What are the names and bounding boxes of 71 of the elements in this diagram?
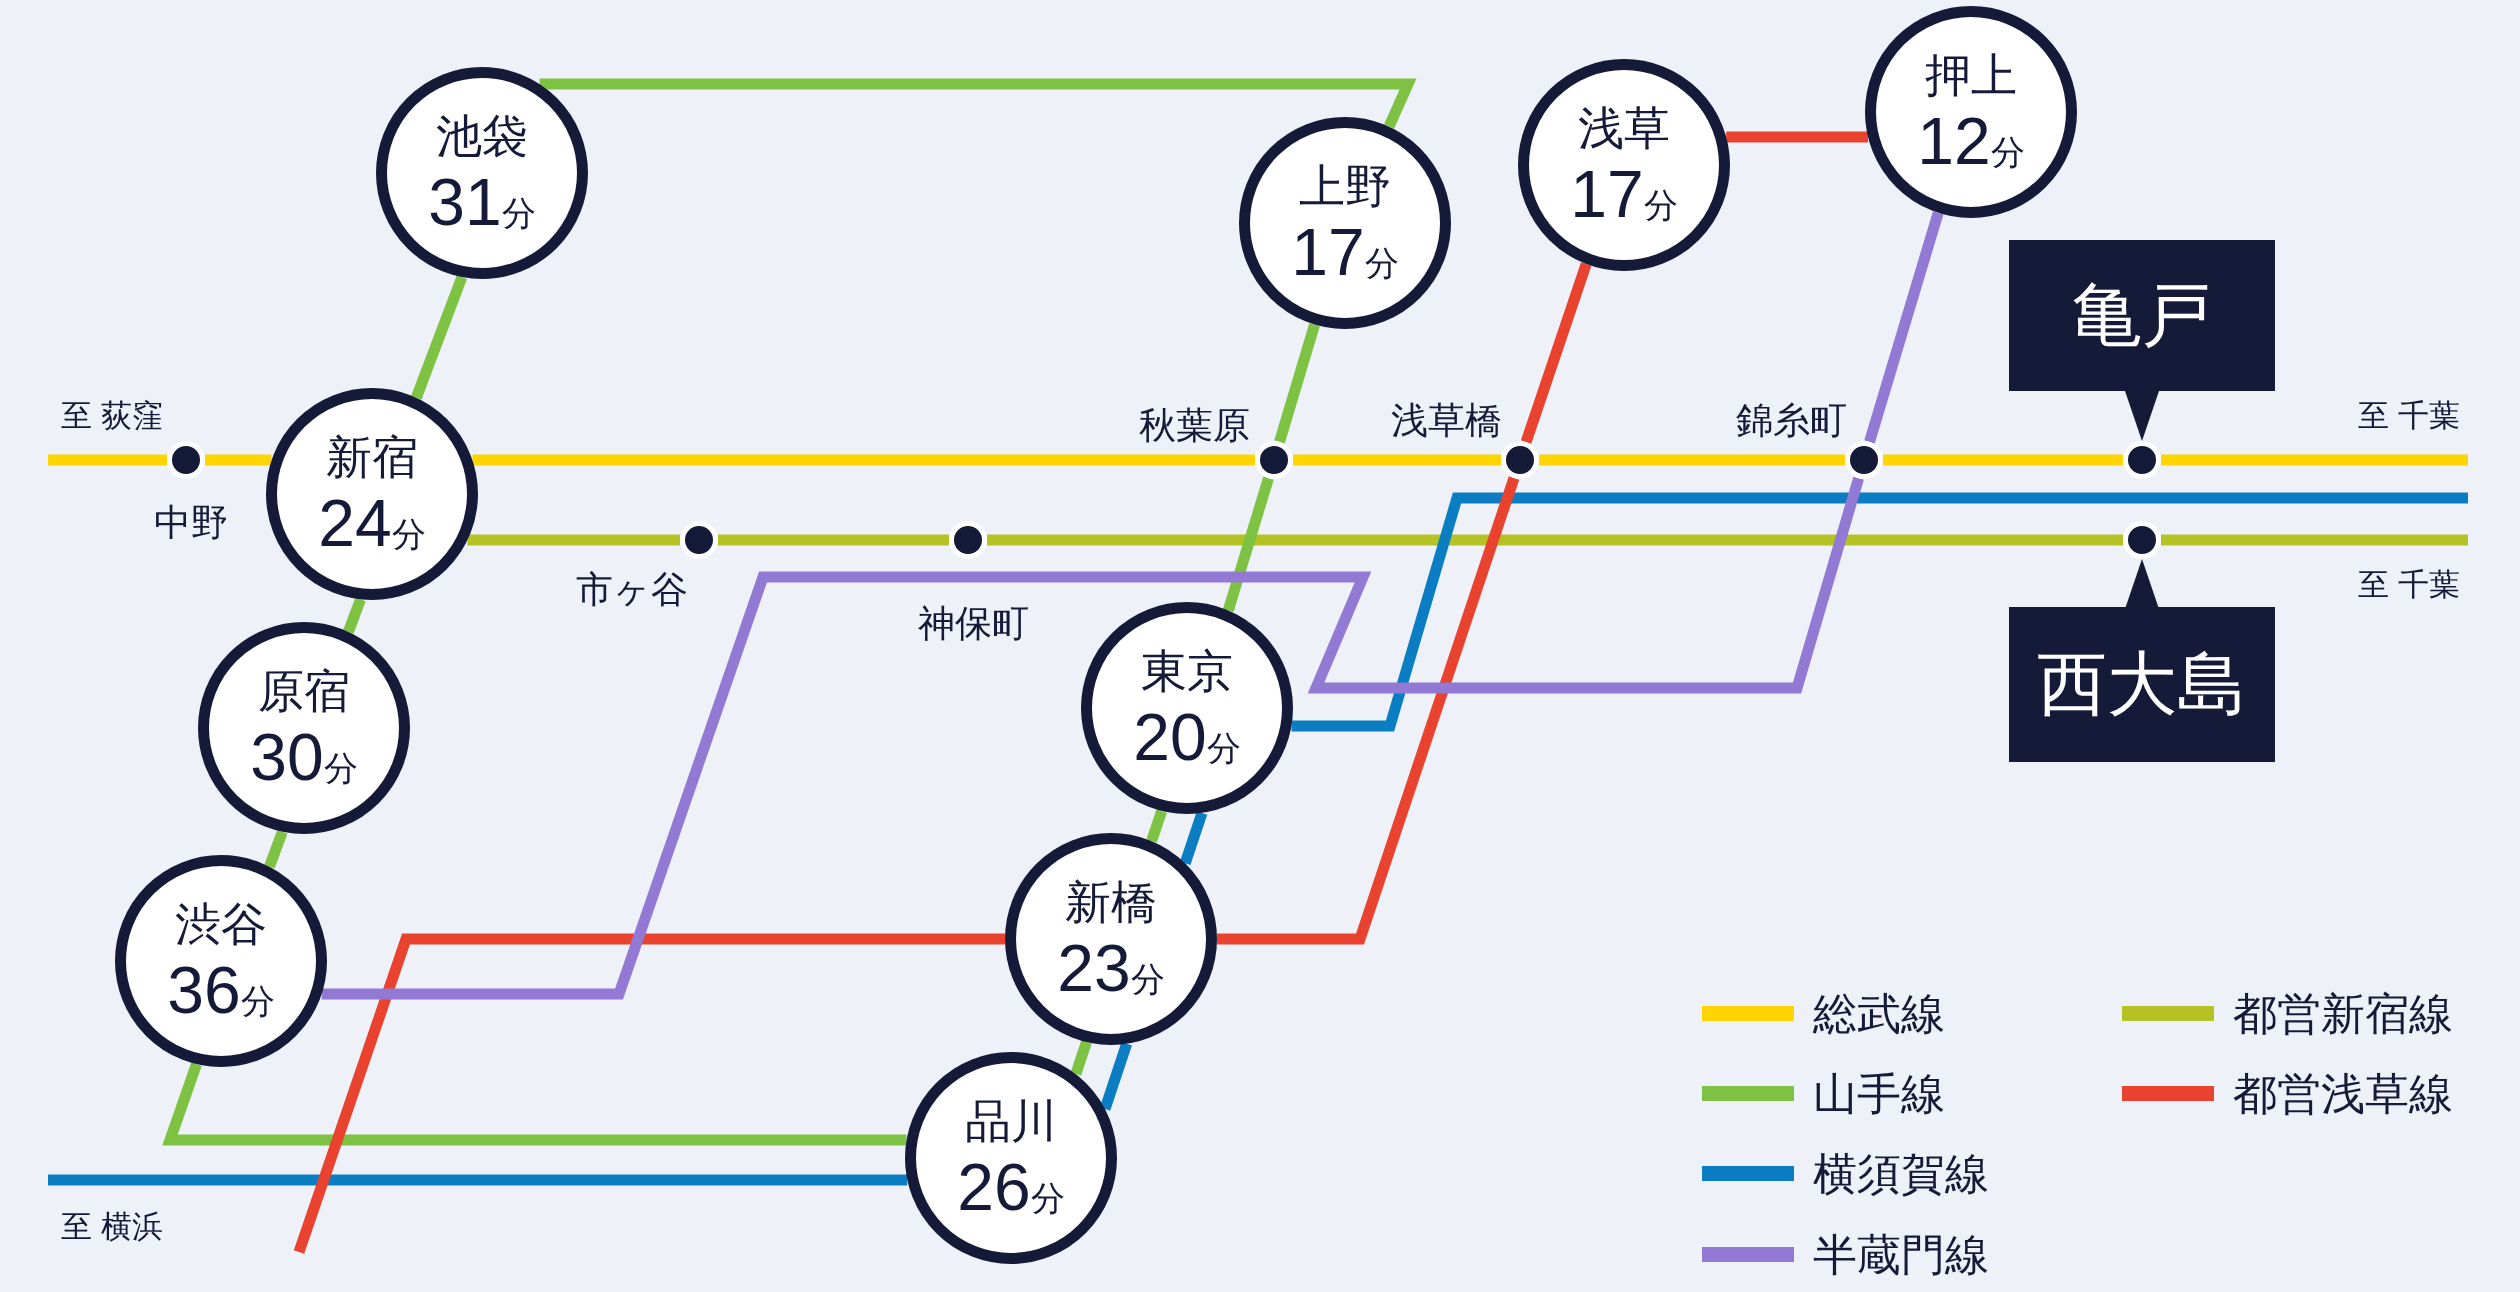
rail-line [1180, 811, 1208, 866]
rail-line [2161, 454, 2468, 466]
rail-line [321, 476, 1864, 1000]
rail-line [1291, 492, 2468, 732]
legend-label: 横須賀線 [1813, 1149, 1989, 1199]
station-callout: 亀戸 [2009, 240, 2275, 391]
station-name: 上野 [1299, 161, 1391, 213]
legend-label: 半蔵門線 [1813, 1230, 1989, 1280]
station-name: 品川 [965, 1096, 1057, 1148]
rail-line [48, 1174, 908, 1186]
rail-line [293, 933, 1005, 1254]
direction-label: 至 横浜 [61, 1209, 163, 1245]
travel-time: 26分 [957, 1151, 1065, 1225]
rail-line [1293, 454, 1501, 466]
station-label: 市ヶ谷 [576, 569, 688, 611]
direction-label: 至 千葉 [2358, 567, 2460, 603]
station-label: 神保町 [917, 603, 1029, 645]
rail-line [1539, 454, 1845, 466]
rail-line [467, 534, 680, 546]
rail-line [162, 1062, 907, 1146]
travel-time: 24分 [318, 487, 426, 561]
rail-line [411, 275, 468, 400]
travel-time: 20分 [1133, 701, 1241, 775]
rail-line [1883, 454, 2123, 466]
rail-line [1217, 476, 1520, 945]
legend-label: 都営新宿線 [2233, 989, 2453, 1039]
rail-line [205, 454, 272, 466]
rail-line [1070, 1040, 1092, 1076]
station-name: 原宿 [258, 666, 350, 718]
callout-pointer [2125, 559, 2159, 609]
rail-line [264, 829, 288, 869]
travel-time: 12分 [1917, 105, 2025, 179]
rail-line [343, 597, 366, 634]
rail-line [48, 454, 167, 466]
station-name: 押上 [1925, 50, 2017, 102]
station-dot [2123, 521, 2161, 559]
travel-time: 36分 [167, 954, 275, 1028]
rail-line [1146, 809, 1167, 843]
rail-line [1099, 1042, 1132, 1111]
travel-time: 31分 [428, 166, 536, 240]
rail-line [472, 454, 1255, 466]
legend-label: 総武線 [1813, 989, 1945, 1039]
station-label: 浅草橋 [1390, 400, 1502, 442]
legend-label: 都営浅草線 [2233, 1069, 2453, 1119]
station-dot [2123, 441, 2161, 479]
direction-label: 至 荻窪 [61, 398, 163, 434]
station-name: 渋谷 [175, 899, 267, 951]
rail-line [1223, 476, 1274, 612]
station-name: 新橋 [1065, 877, 1157, 929]
station-label: 錦糸町 [1735, 400, 1847, 442]
rail-line [1864, 211, 1944, 444]
station-name: 東京 [1141, 646, 1233, 698]
station-label: 中野 [154, 502, 228, 544]
rail-line [1520, 262, 1592, 444]
station-callout: 西大島 [2009, 607, 2275, 762]
travel-time: 17分 [1570, 158, 1678, 232]
legend-label: 山手線 [1813, 1069, 1945, 1119]
station-name: 浅草 [1578, 103, 1670, 155]
station-name: 池袋 [436, 111, 528, 163]
rail-line [1274, 323, 1320, 444]
travel-time: 17分 [1291, 216, 1399, 290]
direction-label: 至 千葉 [2358, 398, 2460, 434]
station-name: 新宿 [326, 432, 418, 484]
rail-line [1726, 131, 1868, 143]
station-label: 秋葉原 [1138, 405, 1250, 447]
rail-line [718, 534, 949, 546]
rail-line [2161, 534, 2468, 546]
rail-line [539, 78, 1417, 129]
travel-time: 23分 [1057, 932, 1165, 1006]
rail-line [987, 534, 2123, 546]
travel-time: 30分 [250, 721, 358, 795]
